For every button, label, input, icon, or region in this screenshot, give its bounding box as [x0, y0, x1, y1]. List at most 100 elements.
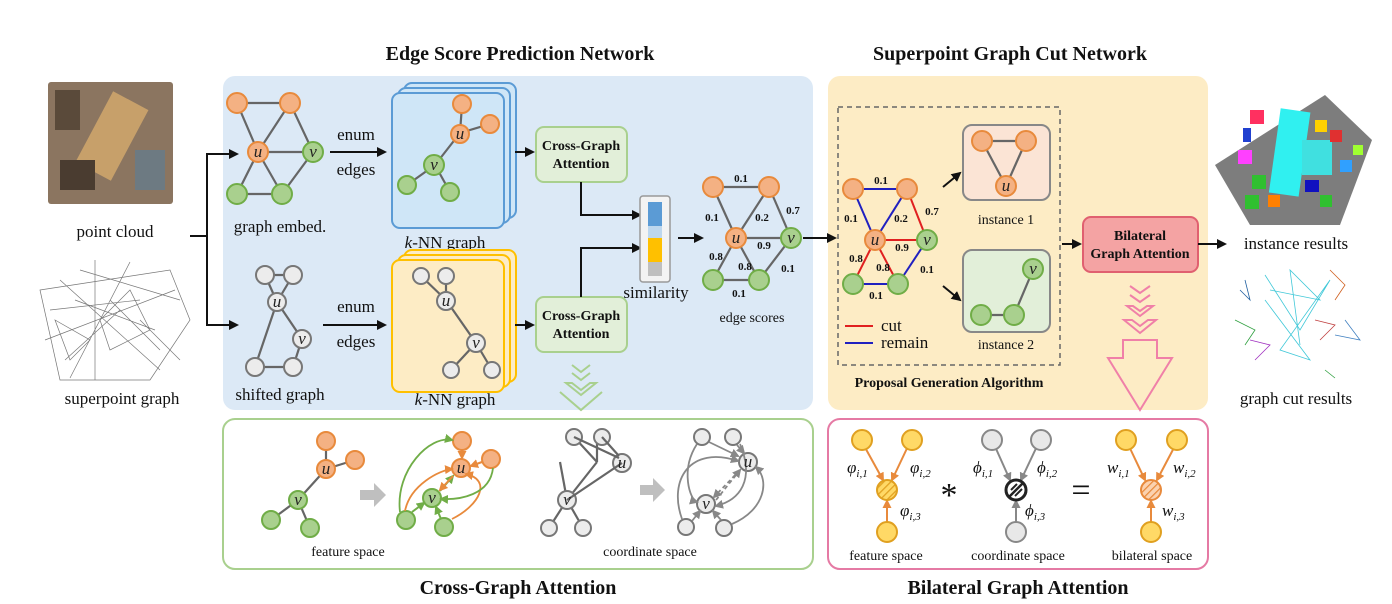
- cga-box-bottom: Cross-Graph Attention: [535, 296, 628, 353]
- svg-text:0.7: 0.7: [786, 205, 800, 217]
- point-cloud-label: point cloud: [77, 222, 154, 241]
- superpoint-graph-image: [39, 260, 191, 381]
- graph-cut-title: Superpoint Graph Cut Network: [873, 43, 1148, 65]
- graph-cut-panel: [828, 76, 1208, 410]
- svg-text:v: v: [428, 488, 436, 507]
- edges-label-bottom: edges: [337, 332, 376, 351]
- svg-text:0.2: 0.2: [894, 213, 908, 225]
- knn-graph-stack-top: u v: [391, 82, 517, 229]
- svg-text:0.8: 0.8: [876, 262, 890, 274]
- svg-text:0.1: 0.1: [844, 213, 858, 225]
- svg-text:0.9: 0.9: [757, 240, 771, 252]
- bga-box: Bilateral Graph Attention: [1082, 216, 1199, 273]
- svg-text:Bilateral: Bilateral: [1114, 229, 1166, 244]
- cga-box-top: Cross-Graph Attention: [535, 126, 628, 183]
- edge-score-panel: [223, 76, 813, 410]
- bga-bilateral-space: wi,1 wi,2 wi,3: [1107, 429, 1196, 543]
- svg-text:u: u: [618, 453, 627, 472]
- svg-text:ϕi,2: ϕi,2: [1037, 458, 1058, 480]
- svg-text:v: v: [923, 230, 931, 249]
- svg-text:0.1: 0.1: [705, 212, 719, 224]
- svg-text:Graph Attention: Graph Attention: [1090, 247, 1189, 262]
- svg-text:u: u: [273, 292, 282, 311]
- graph-cut-results-image: [1234, 268, 1361, 379]
- svg-text:0.9: 0.9: [895, 242, 909, 254]
- svg-text:u: u: [254, 142, 263, 161]
- instance-2-box: v: [962, 249, 1051, 333]
- svg-text:v: v: [787, 228, 795, 247]
- cross-graph-panel: [222, 418, 814, 570]
- svg-text:v: v: [563, 490, 571, 509]
- enum-label-bottom: enum: [337, 297, 375, 316]
- svg-text:u: u: [322, 459, 331, 478]
- svg-text:0.1: 0.1: [781, 263, 795, 275]
- svg-text:u: u: [456, 124, 465, 143]
- svg-text:Cross-Graph: Cross-Graph: [542, 309, 621, 324]
- bga-feature-space: φi,1 φi,2 φi,3: [847, 429, 931, 543]
- svg-text:0.1: 0.1: [869, 290, 883, 302]
- coordinate-space-label-cga: coordinate space: [603, 545, 697, 560]
- svg-text:0.1: 0.1: [732, 288, 746, 300]
- svg-text:v: v: [298, 329, 306, 348]
- instance-1-label: instance 1: [978, 213, 1034, 228]
- svg-text:0.8: 0.8: [849, 253, 863, 265]
- bga-down-chevrons: [1106, 285, 1174, 412]
- svg-text:cut: cut: [881, 316, 902, 335]
- proposal-gen-label: Proposal Generation Algorithm: [855, 376, 1044, 391]
- proposal-gen-box: [837, 106, 1061, 366]
- similarity-vector: [639, 195, 671, 283]
- superpoint-graph-label: superpoint graph: [65, 389, 180, 408]
- svg-text:φi,3: φi,3: [900, 501, 921, 523]
- svg-text:v: v: [294, 490, 302, 509]
- graph-embed-label: graph embed.: [234, 217, 327, 236]
- graph-cut-results-label: graph cut results: [1240, 389, 1352, 408]
- enum-label-top: enum: [337, 125, 375, 144]
- graph-embed: u v: [226, 92, 324, 205]
- svg-text:u: u: [442, 291, 451, 310]
- svg-text:Cross-Graph: Cross-Graph: [542, 139, 621, 154]
- bga-coordinate-space: ϕi,1 ϕi,2 ϕi,3: [973, 429, 1058, 543]
- svg-text:Attention: Attention: [553, 327, 610, 342]
- svg-text:u: u: [1002, 176, 1011, 195]
- shifted-graph: u v: [245, 265, 312, 377]
- edge-scores-graph: u v 0.1 0.1 0.2 0.7 0.9 0.8 0.8 0.1 0.1: [702, 173, 802, 300]
- point-cloud-image: [48, 82, 173, 204]
- svg-text:remain: remain: [881, 333, 929, 352]
- svg-text:φi,1: φi,1: [847, 458, 868, 480]
- input-split-arrows: [190, 149, 239, 330]
- cga-coordinate-space-graphs: u v u v: [540, 428, 765, 537]
- shifted-graph-label: shifted graph: [235, 385, 325, 404]
- svg-text:u: u: [732, 228, 741, 247]
- svg-text:0.2: 0.2: [755, 212, 769, 224]
- similarity-label: similarity: [623, 283, 689, 302]
- bilateral-space-label: bilateral space: [1112, 549, 1192, 564]
- feature-space-label-cga: feature space: [311, 545, 384, 560]
- times-symbol: *: [941, 477, 958, 514]
- cga-down-chevrons: [559, 364, 603, 412]
- svg-text:0.1: 0.1: [874, 175, 888, 187]
- svg-text:u: u: [457, 458, 466, 477]
- edge-score-title: Edge Score Prediction Network: [386, 43, 656, 65]
- svg-text:0.1: 0.1: [920, 264, 934, 276]
- instance-results-label: instance results: [1244, 234, 1348, 253]
- svg-text:v: v: [1029, 259, 1037, 278]
- cut-remain-legend: cut remain: [845, 316, 929, 352]
- svg-text:0.8: 0.8: [709, 251, 723, 263]
- svg-text:ϕi,3: ϕi,3: [1025, 501, 1046, 523]
- coordinate-space-label-bga: coordinate space: [971, 549, 1065, 564]
- svg-text:0.8: 0.8: [738, 261, 752, 273]
- cga-feature-space-graphs: u v u v: [261, 431, 501, 538]
- instance-1-box: u: [962, 124, 1051, 201]
- knn-label-top: k-NN graph: [405, 233, 486, 252]
- svg-text:φi,2: φi,2: [910, 458, 931, 480]
- svg-text:v: v: [472, 333, 480, 352]
- instance-results-image: [1215, 95, 1372, 225]
- svg-text:v: v: [309, 142, 317, 161]
- cut-graph: u v 0.1 0.1 0.2 0.7 0.9 0.8 0.8 0.1 0.1: [842, 175, 939, 302]
- cross-graph-title: Cross-Graph Attention: [420, 577, 617, 599]
- instance-2-label: instance 2: [978, 338, 1034, 353]
- edge-scores-label: edge scores: [720, 311, 785, 326]
- svg-text:0.1: 0.1: [734, 173, 748, 185]
- svg-text:v: v: [702, 494, 710, 513]
